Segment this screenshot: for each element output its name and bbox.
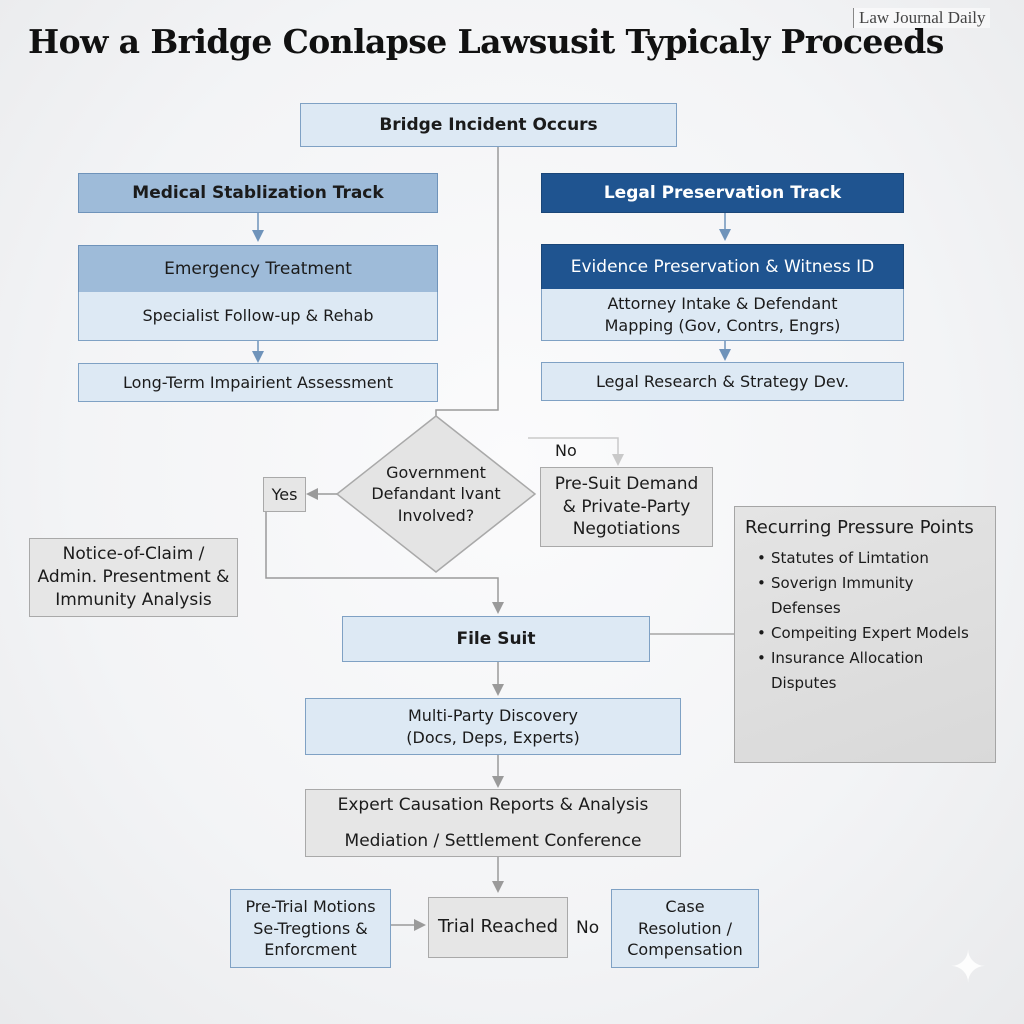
pressure-points-panel: Recurring Pressure Points Statutes of Li… <box>734 506 996 763</box>
node-evidence-preservation[interactable]: Evidence Preservation & Witness ID <box>541 244 904 290</box>
node-label: Specialist Follow-up & Rehab <box>142 306 374 326</box>
node-label-line3: Negotiations <box>572 519 681 540</box>
pressure-points-heading: Recurring Pressure Points <box>745 517 974 538</box>
node-label-line1: Multi-Party Discovery <box>407 705 579 725</box>
node-label: Yes <box>271 484 298 504</box>
node-discovery[interactable]: Multi-Party Discovery (Docs, Deps, Exper… <box>305 698 681 755</box>
node-label: Emergency Treatment <box>164 258 352 279</box>
node-label: Evidence Preservation & Witness ID <box>570 256 875 277</box>
node-specialist-followup[interactable]: Specialist Follow-up & Rehab <box>78 292 438 341</box>
node-label-line1: Pre-Trial Motions <box>245 897 376 917</box>
node-pretrial-motions[interactable]: Pre-Trial Motions Se-Tregtions & Enforcm… <box>230 889 391 968</box>
node-mediation: Mediation / Settlement Conference <box>344 831 642 851</box>
node-label: Legal Preservation Track <box>603 182 842 203</box>
pressure-point-item: Soverign Immunity Defenses <box>757 571 985 621</box>
node-emergency-treatment[interactable]: Emergency Treatment <box>78 245 438 293</box>
sparkle-icon: ✦ <box>949 942 987 993</box>
pressure-points-list: Statutes of Limtation Soverign Immunity … <box>745 546 985 696</box>
node-label-line2: Resolution / <box>637 918 733 938</box>
node-label-line2: Admin. Presentment & <box>37 567 230 588</box>
node-label-line3: Compensation <box>627 940 743 960</box>
node-label-line1: Attorney Intake & Defendant <box>607 293 838 313</box>
node-medical-track[interactable]: Medical Stablization Track <box>78 173 438 213</box>
node-label-line1: Notice-of-Claim / <box>62 544 205 565</box>
node-label: Medical Stablization Track <box>132 182 384 203</box>
node-yes[interactable]: Yes <box>263 477 306 512</box>
node-presuit-demand[interactable]: Pre-Suit Demand & Private-Party Negotiat… <box>540 467 713 547</box>
node-bridge-incident[interactable]: Bridge Incident Occurs <box>300 103 677 147</box>
node-trial-reached[interactable]: Trial Reached <box>428 897 568 958</box>
node-label-line2: (Docs, Deps, Experts) <box>406 727 580 747</box>
connector-incident-decision <box>435 146 499 418</box>
node-label: Long-Term Impairient Assessment <box>123 372 393 392</box>
node-expert-reports: Expert Causation Reports & Analysis <box>337 795 649 815</box>
node-label-line3: Immunity Analysis <box>55 589 212 610</box>
pressure-point-item: Insurance Allocation Disputes <box>757 646 985 696</box>
node-label-line3: Enforcment <box>264 940 357 960</box>
node-attorney-intake[interactable]: Attorney Intake & Defendant Mapping (Gov… <box>541 289 904 341</box>
decision-line1: Government <box>386 462 486 482</box>
node-label-line2: Se-Tregtions & <box>253 918 368 938</box>
node-label-line2: Mapping (Gov, Contrs, Engrs) <box>604 315 841 335</box>
decision-line3: Involved? <box>397 505 475 525</box>
node-notice-of-claim[interactable]: Notice-of-Claim / Admin. Presentment & I… <box>29 538 238 617</box>
node-label-line2: & Private-Party <box>562 496 691 517</box>
pressure-point-item: Statutes of Limtation <box>757 546 985 571</box>
node-label-line1: Pre-Suit Demand <box>554 473 699 494</box>
node-expert-mediation[interactable]: Expert Causation Reports & Analysis Medi… <box>305 789 681 857</box>
node-legal-research[interactable]: Legal Research & Strategy Dev. <box>541 362 904 401</box>
label-no-top: No <box>555 441 577 460</box>
label-no-bottom: No <box>576 918 600 938</box>
node-impairment-assessment[interactable]: Long-Term Impairient Assessment <box>78 363 438 402</box>
publication-brand: Law Journal Daily <box>853 8 990 28</box>
node-label: Trial Reached <box>437 916 559 938</box>
node-label-line1: Case <box>665 897 705 917</box>
decision-label[interactable]: Government Defandant lvant Involved? <box>350 452 522 536</box>
pressure-point-item: Compeiting Expert Models <box>757 621 985 646</box>
node-label: Legal Research & Strategy Dev. <box>595 371 850 391</box>
node-label: Bridge Incident Occurs <box>379 114 598 135</box>
node-file-suit[interactable]: File Suit <box>342 616 650 662</box>
page-title: How a Bridge Conlapse Lawsusit Typicaly … <box>28 22 944 61</box>
node-case-resolution[interactable]: Case Resolution / Compensation <box>611 889 759 968</box>
node-label: File Suit <box>456 628 536 649</box>
node-legal-track[interactable]: Legal Preservation Track <box>541 173 904 213</box>
decision-line2: Defandant lvant <box>371 484 501 504</box>
